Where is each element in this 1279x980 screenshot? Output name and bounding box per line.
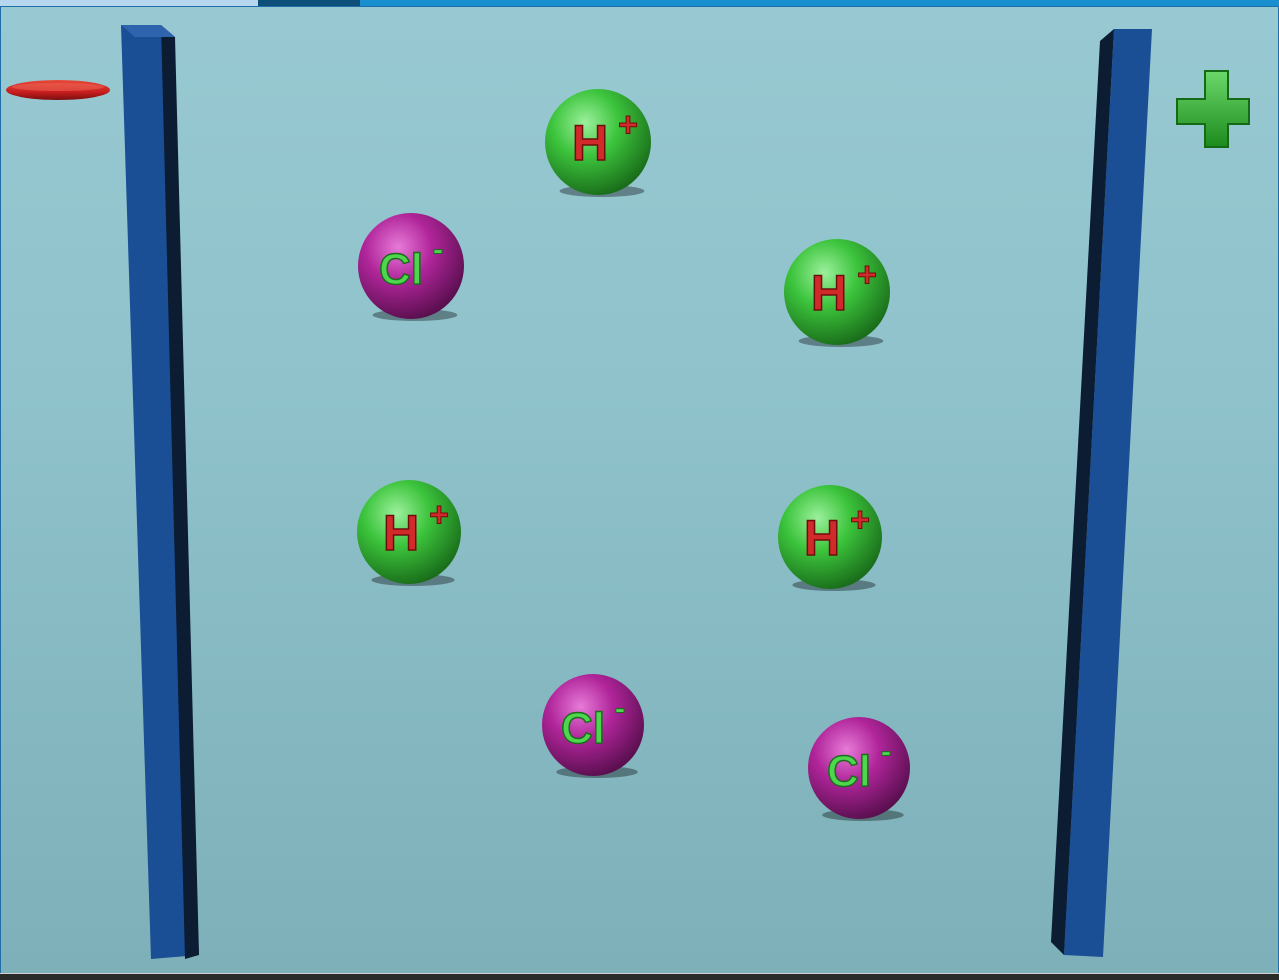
ion-symbol: H xyxy=(572,115,608,171)
ion-symbol: Cl xyxy=(379,245,423,294)
chloride-ion: Cl- xyxy=(358,213,464,321)
negative-terminal-sign: − xyxy=(1,7,110,100)
ion-charge: + xyxy=(857,256,877,294)
top-strip-segment xyxy=(258,0,360,6)
ion-symbol: H xyxy=(811,265,847,321)
electrolysis-scene: − + H+Cl-H+H+H+Cl-Cl- xyxy=(1,7,1278,973)
ion-symbol: Cl xyxy=(561,704,605,753)
ion-charge: + xyxy=(618,106,638,144)
ion-symbol: Cl xyxy=(827,747,871,796)
ion-charge: + xyxy=(429,496,449,534)
chloride-ion: Cl- xyxy=(542,674,644,778)
left-electrode xyxy=(121,25,199,959)
ion-charge: - xyxy=(615,690,626,726)
top-strip xyxy=(0,0,1279,6)
scene-canvas: − + H+Cl-H+H+H+Cl-Cl- xyxy=(1,7,1278,973)
ion-symbol: H xyxy=(383,505,419,561)
right-electrode xyxy=(1051,29,1152,957)
hydrogen-ion: H+ xyxy=(357,480,461,586)
ions-group: H+Cl-H+H+H+Cl-Cl- xyxy=(357,89,910,821)
top-strip-segment xyxy=(0,0,258,6)
hydrogen-ion: H+ xyxy=(778,485,882,591)
ion-charge: - xyxy=(881,733,892,769)
ion-charge: + xyxy=(850,501,870,539)
hydrogen-ion: H+ xyxy=(545,89,651,197)
hydrogen-ion: H+ xyxy=(784,239,890,347)
ion-symbol: H xyxy=(804,510,840,566)
chloride-ion: Cl- xyxy=(808,717,910,821)
ion-charge: - xyxy=(433,231,444,267)
